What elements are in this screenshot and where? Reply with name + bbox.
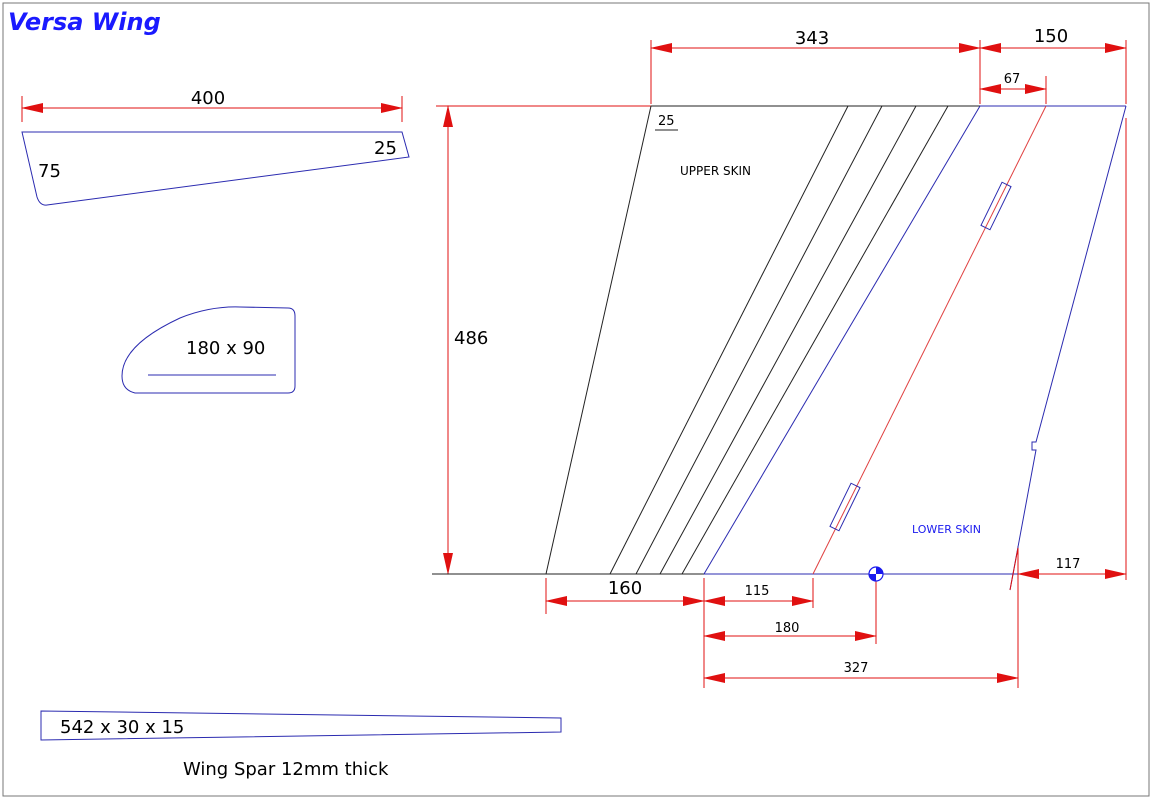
dim-bottom-115-text: 115: [745, 584, 770, 599]
fin-size-text: 180 x 90: [186, 338, 265, 359]
tip-rib-root-height: 75: [38, 161, 61, 182]
dim-top-tip-text: 150: [1034, 26, 1068, 47]
fin-outline: [121, 306, 296, 394]
tip-rib-length-text: 400: [191, 88, 225, 109]
dim-height-text: 486: [454, 328, 488, 349]
tip-rib-outline: [21, 131, 410, 206]
skin-line-4: [681, 105, 949, 575]
skin-line-3: [659, 105, 917, 575]
lower-skin-label: LOWER SKIN: [912, 523, 981, 536]
fin: 180 x 90: [121, 306, 296, 394]
skin-line-5: [703, 105, 981, 575]
dim-top-sweep-text: 343: [795, 28, 829, 49]
dim-bottom-root-text: 160: [608, 578, 642, 599]
cg-marker: [868, 566, 884, 582]
panel-leading-edge: [545, 105, 652, 575]
wing-spar: 542 x 30 x 15 Wing Spar 12mm thick: [40, 710, 562, 780]
wing-panel: 343 150 67 486 25 U: [432, 26, 1127, 688]
tip-rib-tip-height: 25: [374, 138, 397, 159]
skin-line-1: [609, 105, 849, 575]
drawing-title: Versa Wing: [8, 8, 161, 36]
dim-bottom-180-text: 180: [775, 621, 800, 636]
skin-line-2: [635, 105, 883, 575]
rib-slot-lower: [829, 482, 861, 532]
trailing-edge-ext: [1009, 547, 1019, 591]
dim-corner-text: 25: [658, 114, 675, 129]
spar-outline: [40, 710, 562, 741]
upper-skin-label: UPPER SKIN: [680, 164, 751, 178]
rib-slot-upper: [980, 181, 1012, 231]
spar-caption: Wing Spar 12mm thick: [183, 759, 389, 780]
dim-bottom-327-text: 327: [844, 661, 869, 676]
rib-line: [812, 105, 1047, 575]
dim-bottom-117-text: 117: [1056, 557, 1081, 572]
tip-rib: 400 75 25: [21, 88, 410, 206]
dim-top-small-text: 67: [1004, 72, 1021, 87]
panel-trailing-edge: [1009, 105, 1127, 591]
spar-size-text: 542 x 30 x 15: [60, 717, 184, 738]
